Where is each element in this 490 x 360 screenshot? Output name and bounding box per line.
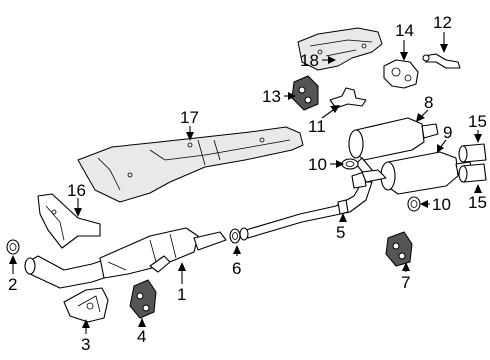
bracket-3: [63, 287, 109, 323]
hanger-13: [291, 75, 319, 111]
lower-muffler-9: [361, 151, 473, 195]
callout-10-upper: 10: [308, 155, 327, 174]
exhaust-tip-15-lower: [458, 163, 487, 183]
callout-11: 11: [308, 117, 326, 136]
hanger-4: [129, 279, 157, 319]
callout-16: 16: [67, 181, 86, 200]
callout-7: 7: [401, 273, 410, 292]
gasket-2: [6, 239, 20, 255]
floor-heat-shield-17: [77, 126, 304, 203]
callout-17: 17: [180, 108, 199, 127]
gasket-10-upper: [341, 158, 359, 170]
callout-12: 12: [433, 13, 452, 32]
center-pipe-5: [239, 171, 373, 241]
callout-1: 1: [177, 285, 186, 304]
callout-9: 9: [443, 123, 452, 142]
muffler-heat-shield-18: [297, 27, 383, 71]
muffler-hanger-14: [383, 59, 419, 89]
callout-2: 2: [8, 275, 17, 294]
bolt-12: [422, 53, 461, 69]
callout-6: 6: [232, 259, 241, 278]
callout-13: 13: [262, 87, 281, 106]
callout-labels: 1 2 3 4 5 6 7 8 9 10 10 11 12 13 14 15 1…: [8, 13, 487, 354]
callout-5: 5: [336, 223, 345, 242]
upper-muffler-8: [348, 117, 439, 177]
callout-18: 18: [300, 51, 319, 70]
callout-4: 4: [137, 327, 146, 346]
gasket-6: [229, 228, 241, 244]
callout-10-lower: 10: [432, 195, 451, 214]
callout-15-upper: 15: [468, 112, 487, 131]
exhaust-tip-15-upper: [458, 143, 487, 163]
callout-14: 14: [395, 21, 414, 40]
front-shield-bracket-16: [37, 193, 101, 249]
gasket-10-lower: [407, 196, 421, 212]
callout-3: 3: [81, 335, 90, 354]
front-pipe-converter-1: [24, 227, 227, 289]
hanger-7: [385, 231, 413, 267]
callout-15-lower: 15: [468, 193, 487, 212]
hanger-bracket-11: [329, 87, 367, 109]
leader-lines: [9, 32, 482, 334]
callout-8: 8: [424, 93, 433, 112]
